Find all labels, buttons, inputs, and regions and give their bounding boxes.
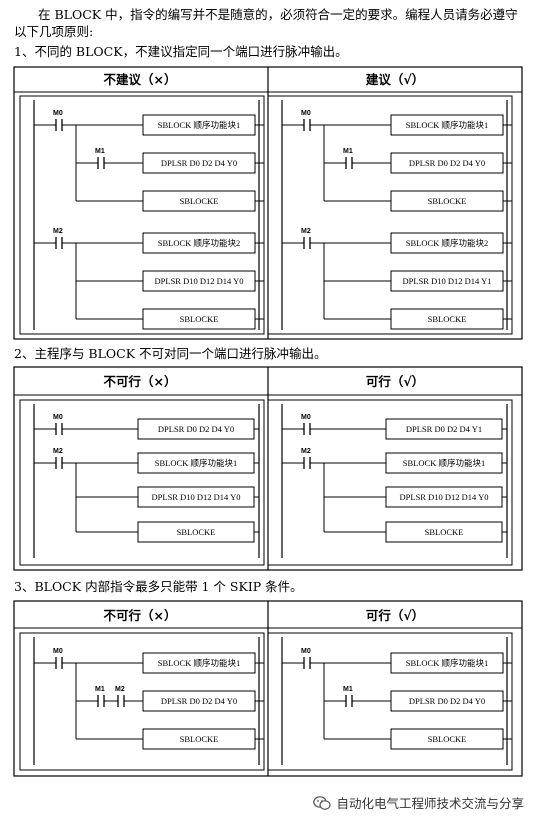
instruction-label: SBLOCKE xyxy=(428,196,467,206)
contact-label: M1 xyxy=(95,148,105,155)
instruction-label: SBLOCK 顺序功能块1 xyxy=(158,120,240,130)
instruction-label: DPLSR D10 D12 D14 Y1 xyxy=(403,276,492,286)
watermark-text: 自动化电气工程师技术交流与分享 xyxy=(336,796,524,811)
instruction-label: DPLSR D0 D2 D4 Y0 xyxy=(409,158,485,168)
instruction-label: DPLSR D0 D2 D4 Y1 xyxy=(406,424,482,434)
instruction-label: SBLOCK 顺序功能块2 xyxy=(406,238,488,248)
contact-label: M2 xyxy=(115,686,125,693)
instruction-label: SBLOCK 顺序功能块2 xyxy=(158,238,240,248)
diagram-border xyxy=(19,95,265,335)
intro-line-2: 以下几项原则: xyxy=(14,24,94,39)
instruction-label: DPLSR D10 D12 D14 Y0 xyxy=(400,492,489,502)
instruction-label: DPLSR D0 D2 D4 Y0 xyxy=(161,696,237,706)
contact-label: M2 xyxy=(53,228,63,235)
intro-line-1: 在 BLOCK 中，指令的编写并不是随意的，必须符合一定的要求。编程人员请务必遵… xyxy=(38,7,518,22)
diagram-border xyxy=(267,95,513,335)
contact-label: M0 xyxy=(301,648,311,655)
section-2-right-title: 可行（√） xyxy=(366,374,424,389)
instruction-label: SBLOCK 顺序功能块1 xyxy=(158,658,240,668)
section-3-right-title: 可行（√） xyxy=(366,608,424,623)
contact-label: M2 xyxy=(301,228,311,235)
contact-label: M2 xyxy=(53,448,63,455)
instruction-label: SBLOCKE xyxy=(425,527,464,537)
diagram-border xyxy=(19,399,265,566)
contact-label: M1 xyxy=(343,148,353,155)
instruction-label: SBLOCKE xyxy=(177,527,216,537)
instruction-label: SBLOCKE xyxy=(428,314,467,324)
instruction-label: SBLOCK 顺序功能块1 xyxy=(406,658,488,668)
instruction-label: SBLOCKE xyxy=(180,314,219,324)
contact-label: M1 xyxy=(95,686,105,693)
contact-label: M0 xyxy=(301,414,311,421)
instruction-label: DPLSR D10 D12 D14 Y0 xyxy=(155,276,244,286)
section-3-left-title: 不可行（×） xyxy=(104,608,177,623)
contact-label: M2 xyxy=(301,448,311,455)
instruction-label: DPLSR D0 D2 D4 Y0 xyxy=(158,424,234,434)
instruction-label: DPLSR D0 D2 D4 Y0 xyxy=(161,158,237,168)
instruction-label: SBLOCKE xyxy=(428,734,467,744)
instruction-label: SBLOCKE xyxy=(180,734,219,744)
section-3-heading: 3、BLOCK 内部指令最多只能带 1 个 SKIP 条件。 xyxy=(14,579,303,594)
contact-label: M0 xyxy=(53,414,63,421)
contact-label: M0 xyxy=(53,648,63,655)
section-1-heading: 1、不同的 BLOCK，不建议指定同一个端口进行脉冲输出。 xyxy=(14,44,348,59)
diagram-border xyxy=(267,399,513,566)
contact-label: M0 xyxy=(301,110,311,117)
wechat-icon xyxy=(313,795,332,810)
contact-label: M0 xyxy=(53,110,63,117)
instruction-label: DPLSR D10 D12 D14 Y0 xyxy=(152,492,241,502)
section-2-left-title: 不可行（×） xyxy=(104,374,177,389)
section-2-heading: 2、主程序与 BLOCK 不可对同一个端口进行脉冲输出。 xyxy=(14,346,327,361)
instruction-label: SBLOCK 顺序功能块1 xyxy=(403,458,485,468)
instruction-label: SBLOCKE xyxy=(180,196,219,206)
section-1-left-title: 不建议（×） xyxy=(104,72,177,87)
instruction-label: DPLSR D0 D2 D4 Y0 xyxy=(409,696,485,706)
instruction-label: SBLOCK 顺序功能块1 xyxy=(406,120,488,130)
section-1-right-title: 建议（√） xyxy=(366,72,424,87)
contact-label: M1 xyxy=(343,686,353,693)
watermark: 自动化电气工程师技术交流与分享 xyxy=(313,793,524,812)
instruction-label: SBLOCK 顺序功能块1 xyxy=(155,458,237,468)
